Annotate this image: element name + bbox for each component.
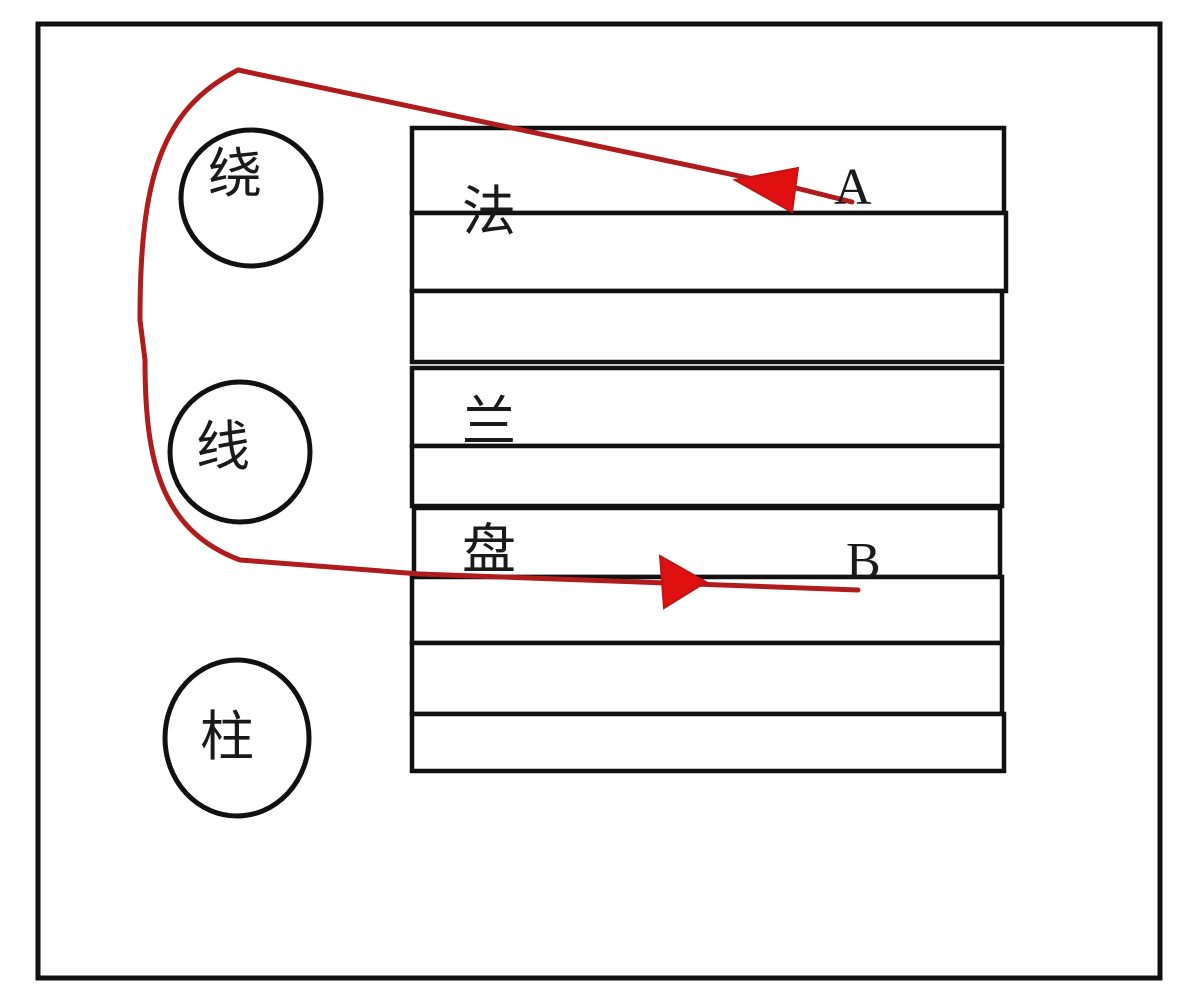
post-label-zhu: 柱 — [200, 705, 254, 768]
post-label-xian: 线 — [196, 415, 250, 478]
flange-plate — [409, 125, 1009, 774]
winding-post-rao — [178, 127, 324, 269]
flange-strip — [409, 711, 1007, 774]
winding-post-xian — [167, 379, 313, 525]
flange-strip — [409, 443, 1005, 509]
flange-char-lan: 兰 — [462, 390, 516, 453]
point-a-label: A — [834, 159, 872, 216]
post-circle — [162, 657, 312, 819]
post-label-rao: 绕 — [208, 142, 262, 205]
post-circle — [167, 379, 313, 525]
point-b-label: B — [846, 533, 881, 590]
flange-strip — [409, 288, 1005, 365]
outer-frame — [35, 21, 1163, 981]
flange-strip — [409, 640, 1005, 717]
flange-strip — [409, 574, 1005, 646]
arrow-to-a — [732, 166, 800, 214]
flange-char-fa: 法 — [462, 180, 516, 243]
winding-route — [137, 67, 861, 593]
flange-char-pan: 盘 — [462, 518, 516, 581]
winding-post-zhu — [162, 657, 312, 819]
arrow-to-b — [658, 554, 708, 610]
post-circle — [178, 127, 324, 269]
